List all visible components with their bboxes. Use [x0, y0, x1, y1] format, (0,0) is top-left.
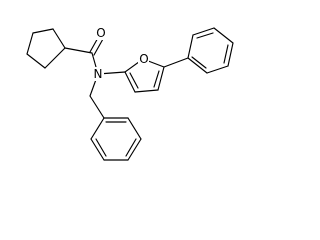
- furan-phenyl-ring: [163, 27, 234, 74]
- bond: [26, 32, 34, 55]
- bond: [52, 28, 66, 49]
- bond: [157, 66, 165, 91]
- furan-double-bond: [129, 72, 139, 89]
- bond: [134, 89, 159, 93]
- bond: [213, 27, 234, 44]
- bond: [64, 47, 93, 54]
- bond: [192, 27, 215, 36]
- aromatic-inner-bond: [196, 32, 214, 39]
- bond: [127, 138, 142, 161]
- bond: [26, 53, 46, 69]
- cyclopentane-ring: [26, 28, 66, 69]
- bond: [187, 57, 208, 74]
- bond: [206, 65, 229, 74]
- bond: [44, 47, 66, 69]
- bond: [187, 34, 194, 59]
- atom-labels: O N O: [92, 26, 149, 81]
- bond: [89, 95, 105, 119]
- nitrogen-label: N: [94, 67, 103, 81]
- aromatic-inner-bond: [125, 138, 137, 157]
- bond: [124, 71, 136, 93]
- bond: [163, 57, 189, 68]
- bond: [32, 28, 54, 34]
- bond: [90, 138, 105, 161]
- bond: [227, 42, 234, 67]
- aromatic-inner-bond: [95, 138, 107, 157]
- carbonyl-double-bond: [93, 38, 104, 56]
- furan-oxygen-label: O: [139, 52, 148, 66]
- furan-double-bond: [153, 70, 160, 88]
- carbonyl-oxygen-label: O: [96, 26, 105, 40]
- bond: [127, 117, 142, 140]
- bond: [90, 117, 105, 140]
- molecule-structure: O N O: [26, 26, 234, 161]
- aromatic-inner-bond: [191, 56, 207, 69]
- aromatic-inner-bond: [223, 44, 229, 64]
- benzyl-phenyl-ring: [90, 117, 142, 161]
